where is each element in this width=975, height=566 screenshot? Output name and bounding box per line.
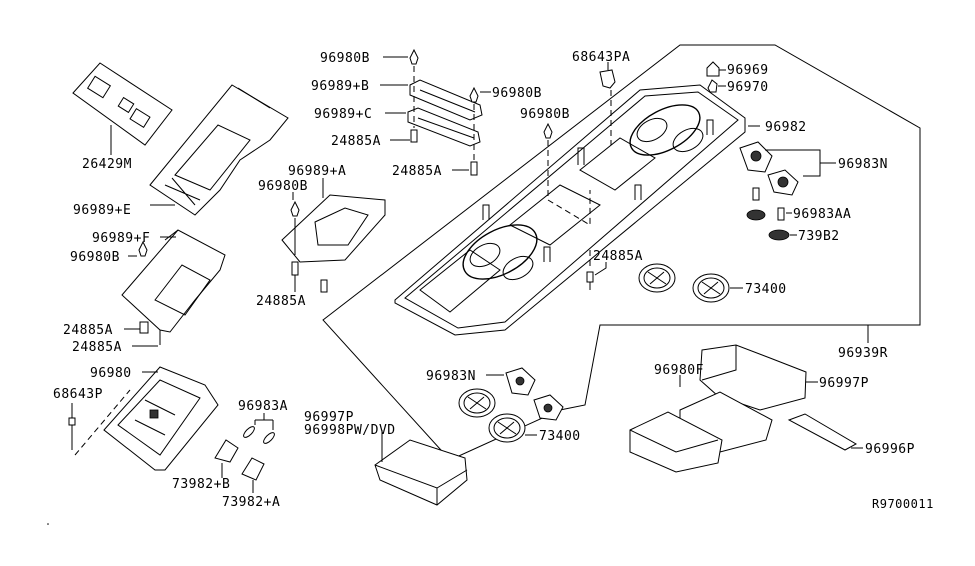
part-label-96982: 96982 [765,120,807,135]
screw-24885A-center [586,250,607,290]
part-label-96980B-right: 96980B [492,86,542,101]
part-label-24885A-center: 24885A [593,249,643,264]
part-label-96998P-dvd: 96998PW/DVD [304,423,396,438]
bracket-96989C [407,107,481,147]
part-label-96980B-center: 96980B [520,107,570,122]
part-label-73400-bottom: 73400 [539,429,581,444]
spot-lamp-73400-top [638,263,743,303]
part-label-24885A-left2: 24885A [72,340,122,355]
part-label-96969: 96969 [727,63,769,78]
part-label-96939R: 96939R [838,346,888,361]
part-label-96989C: 96989+C [314,107,372,122]
lens-73982B [214,439,239,478]
part-label-96980F: 96980F [654,363,704,378]
part-label-24885A-mid: 24885A [392,164,442,179]
part-label-96996P: 96996P [865,442,915,457]
part-label-96989A: 96989+A [288,164,346,179]
bulb-96983A [243,413,275,444]
overhead-console-96982 [394,84,746,336]
part-label-96980: 96980 [90,366,132,381]
spot-lamp-73400-bottom [458,388,537,443]
part-label-96983A: 96983A [238,399,288,414]
clip-96970 [707,79,726,93]
part-label-96980B-top: 96980B [320,51,370,66]
bulb-96983AA [746,187,792,221]
part-label-24885A-top: 24885A [331,134,381,149]
dvd-module-96997P [374,430,468,506]
part-label-96989B: 96989+B [311,79,369,94]
map-lamp-96997P [629,344,818,473]
part-label-24885A-a: 24885A [256,294,306,309]
part-label-68643PA: 68643PA [572,50,630,65]
part-label-96983AA: 96983AA [793,207,851,222]
part-label-739B2: 739B2 [798,229,840,244]
part-label-96983N-bottom: 96983N [426,369,476,384]
part-label-73982A: 73982+A [222,495,280,510]
part-label-96980B-left: 96980B [70,250,120,265]
part-label-96983N-top: 96983N [838,157,888,172]
part-label-96980B-a: 96980B [258,179,308,194]
console-frame-96989E [149,84,289,216]
lens-739B2 [768,229,797,241]
map-lamp-96980 [74,366,219,471]
clips-upper-middle [409,48,479,176]
bracket-96989B [409,79,483,121]
part-label-96997P-dvd: 96997P [304,410,354,425]
lamp-96983N-bottom [486,367,564,421]
part-label-26429M: 26429M [82,157,132,172]
part-label-96989E: 96989+E [73,203,131,218]
part-label-96989F: 96989+F [92,231,150,246]
lamp-96983N-top [739,141,836,196]
sensor-68643PA [599,62,616,145]
lens-73982A [241,457,265,493]
circuit-board-26429M [72,62,173,155]
diagram-reference-code: R9700011 [872,497,934,511]
lid-96996P [787,413,863,451]
console-frame-96989F [121,229,226,345]
part-label-73400-top: 73400 [745,282,787,297]
sensor-68643P [68,403,76,450]
part-label-24885A-left1: 24885A [63,323,113,338]
part-label-73982B: 73982+B [172,477,230,492]
clip-96980B-center [543,122,591,226]
bracket-96989A [281,194,386,293]
part-label-68643P: 68643P [53,387,103,402]
part-label-96970: 96970 [727,80,769,95]
stray-dot [47,523,49,525]
part-label-96997P: 96997P [819,376,869,391]
clip-96969 [706,61,726,77]
